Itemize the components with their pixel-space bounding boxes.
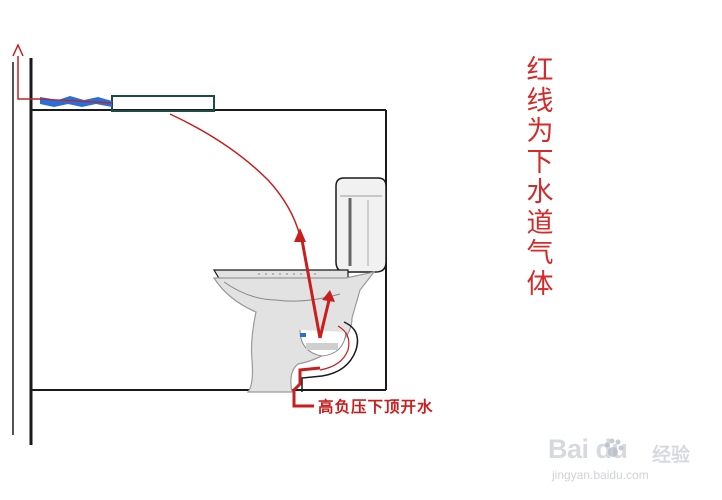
watermark-brand-cn: 经验 <box>652 444 691 466</box>
paw-icon <box>604 438 624 457</box>
watermark: Bai du 经验 jingyan.baidu.com <box>548 434 698 490</box>
side-note: 红线为下水道气体 <box>526 55 554 300</box>
label-bracket <box>292 366 321 408</box>
vent-pipe <box>40 95 215 112</box>
gas-flow-arrow <box>169 113 335 339</box>
watermark-brand: Bai du <box>548 434 628 464</box>
up-arrow-icon <box>12 43 24 57</box>
vent-line <box>12 43 113 104</box>
watermark-url: jingyan.baidu.com <box>552 468 649 482</box>
toilet <box>212 177 387 393</box>
bottom-note: 高负压下顶开水 <box>318 398 434 416</box>
wall <box>12 58 33 445</box>
